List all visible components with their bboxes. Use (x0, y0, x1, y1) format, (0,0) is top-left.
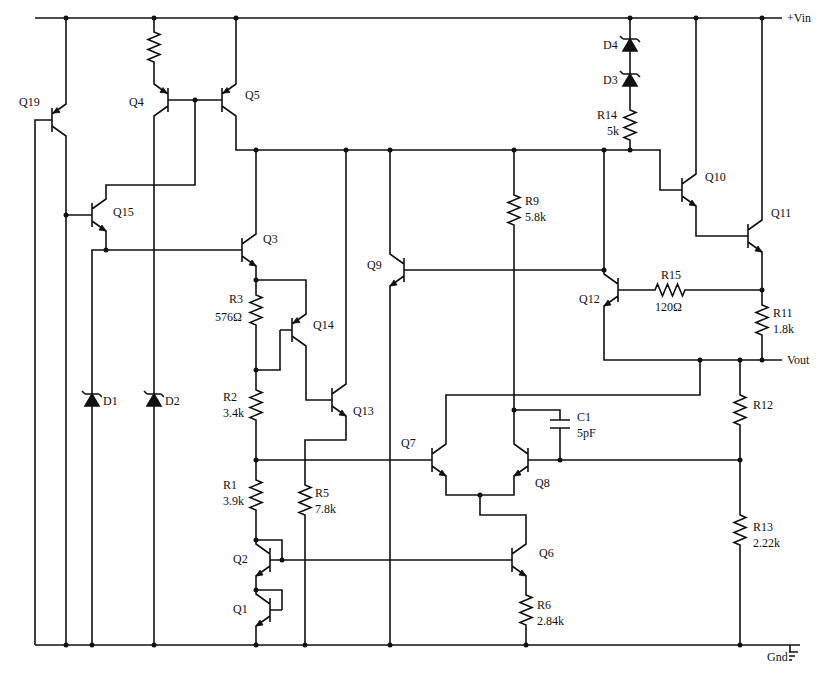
value-label: 576Ω (214, 310, 243, 324)
part-label: Q6 (538, 546, 555, 560)
value-label: 7.8k (314, 502, 337, 516)
value-label: 5.8k (524, 210, 547, 224)
part-label: D4 (602, 38, 619, 52)
part-label: R12 (752, 398, 774, 412)
part-label: Q9 (366, 258, 383, 272)
part-label: Q11 (770, 206, 792, 220)
part-label: R1 (222, 478, 238, 492)
part-label: Q13 (352, 404, 375, 418)
part-label: C1 (576, 410, 592, 424)
value-label: 120Ω (654, 300, 683, 314)
value-label: Gnd (766, 650, 789, 664)
value-label: Vout (786, 353, 810, 367)
part-label: Q8 (534, 476, 551, 490)
part-label: R14 (596, 108, 618, 122)
part-label: Q15 (112, 205, 135, 219)
part-label: Q2 (232, 552, 249, 566)
part-label: Q10 (704, 170, 727, 184)
part-label: Q19 (18, 95, 41, 109)
part-label: R15 (660, 268, 682, 282)
part-label: Q4 (128, 95, 145, 109)
part-label: R5 (314, 486, 330, 500)
value-label: 2.22k (752, 536, 781, 550)
wires (35, 18, 800, 660)
part-label: Q14 (312, 318, 335, 332)
part-label: R6 (536, 598, 552, 612)
value-label: 3.4k (222, 406, 245, 420)
part-label: Q3 (262, 232, 279, 246)
part-label: R9 (524, 194, 540, 208)
part-label: D1 (102, 394, 119, 408)
part-label: D2 (164, 394, 181, 408)
components (40, 22, 768, 635)
part-label: R13 (752, 520, 774, 534)
value-label: 3.9k (222, 494, 245, 508)
value-label: +Vin (786, 11, 812, 25)
value-label: 5k (606, 124, 620, 138)
value-label: 2.84k (536, 614, 565, 628)
part-label: Q1 (232, 602, 249, 616)
part-label: R2 (222, 390, 238, 404)
part-label: Q12 (578, 292, 601, 306)
part-label: R11 (772, 306, 794, 320)
part-label: Q7 (400, 436, 417, 450)
junction-dots (64, 16, 765, 648)
part-label: D3 (602, 73, 619, 87)
part-label: Q5 (244, 88, 261, 102)
part-label: R3 (228, 292, 244, 306)
value-label: 5pF (576, 426, 597, 440)
value-label: 1.8k (772, 322, 795, 336)
